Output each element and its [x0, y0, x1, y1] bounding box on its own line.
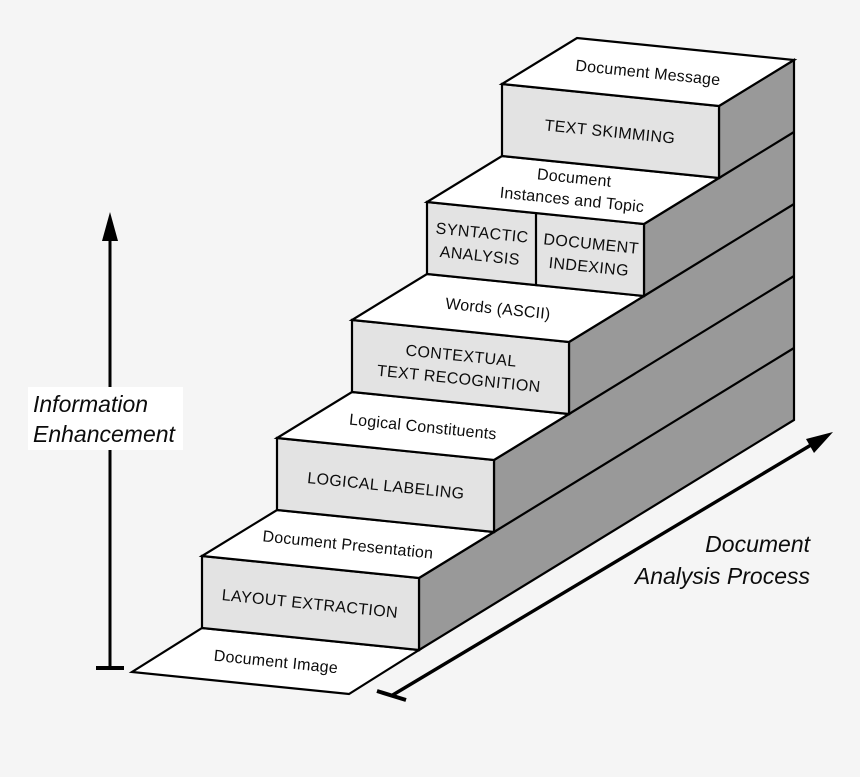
- info-enhancement-label-box: [28, 387, 183, 450]
- info-enhancement-axis: Information Enhancement: [28, 212, 183, 670]
- analysis-process-label-line2: Analysis Process: [633, 563, 811, 589]
- side-wall-edge: [493, 347, 795, 533]
- side-wall-edge: [568, 275, 795, 415]
- up-arrowhead-icon: [102, 212, 118, 241]
- diagonal-arrowhead-icon: [806, 432, 833, 453]
- side-wall-step-edges: [493, 131, 795, 533]
- side-wall-edge: [718, 131, 795, 179]
- side-wall-edge: [643, 203, 795, 297]
- diagonal-axis-tick: [376, 689, 407, 702]
- diagonal-axis-line: [390, 443, 812, 698]
- info-enhancement-label-line2: Enhancement: [33, 421, 177, 447]
- tread-face-document-message: [498, 36, 798, 108]
- analysis-process-axis: Document Analysis Process: [376, 432, 833, 702]
- analysis-process-label-line1: Document: [705, 531, 811, 557]
- info-enhancement-label-line1: Information: [33, 391, 148, 417]
